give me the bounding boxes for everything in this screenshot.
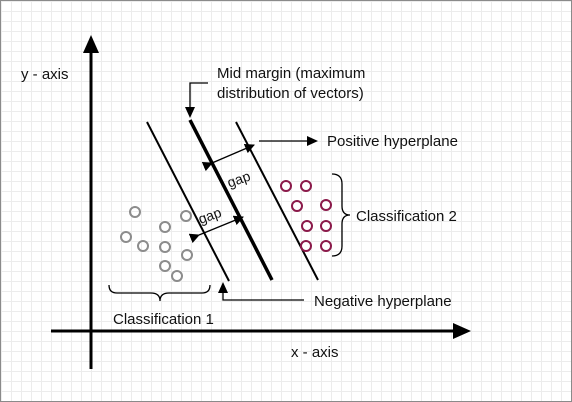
class1-point bbox=[171, 270, 183, 282]
gap-arrow-upper bbox=[201, 143, 255, 172]
class1-point bbox=[159, 241, 171, 253]
class2-point bbox=[300, 240, 312, 252]
positive-hyperplane-pointer-arrowhead bbox=[307, 136, 318, 146]
negative-hyperplane-line bbox=[146, 121, 230, 282]
class2-point bbox=[291, 200, 303, 212]
class2-point bbox=[320, 220, 332, 232]
negative-hyperplane-pointer-arrowhead bbox=[218, 282, 228, 293]
mid-margin-label-line1: Mid margin (maximum bbox=[217, 65, 365, 82]
negative-hyperplane-label: Negative hyperplane bbox=[314, 293, 452, 310]
gap-label-upper: gap bbox=[225, 168, 253, 191]
classification-2-brace bbox=[331, 173, 351, 257]
class2-point bbox=[320, 240, 332, 252]
classification-1-label: Classification 1 bbox=[113, 311, 214, 328]
mid-margin-label-line2: distribution of vectors) bbox=[217, 85, 364, 102]
class2-point bbox=[280, 180, 292, 192]
class2-point bbox=[300, 180, 312, 192]
gap-arrow-lower bbox=[188, 215, 244, 244]
mid-margin-pointer-arrowhead bbox=[185, 107, 195, 118]
class1-point bbox=[137, 240, 149, 252]
y-axis-arrowhead bbox=[83, 35, 99, 53]
class1-point bbox=[129, 206, 141, 218]
class1-point bbox=[159, 260, 171, 272]
class2-point bbox=[301, 220, 313, 232]
class1-point bbox=[120, 231, 132, 243]
class1-point bbox=[181, 249, 193, 261]
positive-hyperplane-line bbox=[235, 121, 319, 281]
classification-1-brace bbox=[108, 284, 211, 302]
mid-margin-pointer bbox=[189, 82, 208, 109]
y-axis-label: y - axis bbox=[21, 66, 69, 83]
classification-2-label: Classification 2 bbox=[356, 208, 457, 225]
mid-margin-line bbox=[188, 119, 274, 281]
x-axis-arrowhead bbox=[453, 323, 471, 339]
gap-label-lower: gap bbox=[196, 204, 224, 227]
x-axis-label: x - axis bbox=[291, 344, 339, 361]
negative-hyperplane-pointer bbox=[222, 291, 304, 301]
positive-hyperplane-label: Positive hyperplane bbox=[327, 133, 458, 150]
class1-point bbox=[159, 221, 171, 233]
class2-point bbox=[320, 199, 332, 211]
classification-1-points bbox=[120, 206, 193, 282]
class1-point bbox=[180, 210, 192, 222]
classification-2-points bbox=[280, 180, 332, 252]
